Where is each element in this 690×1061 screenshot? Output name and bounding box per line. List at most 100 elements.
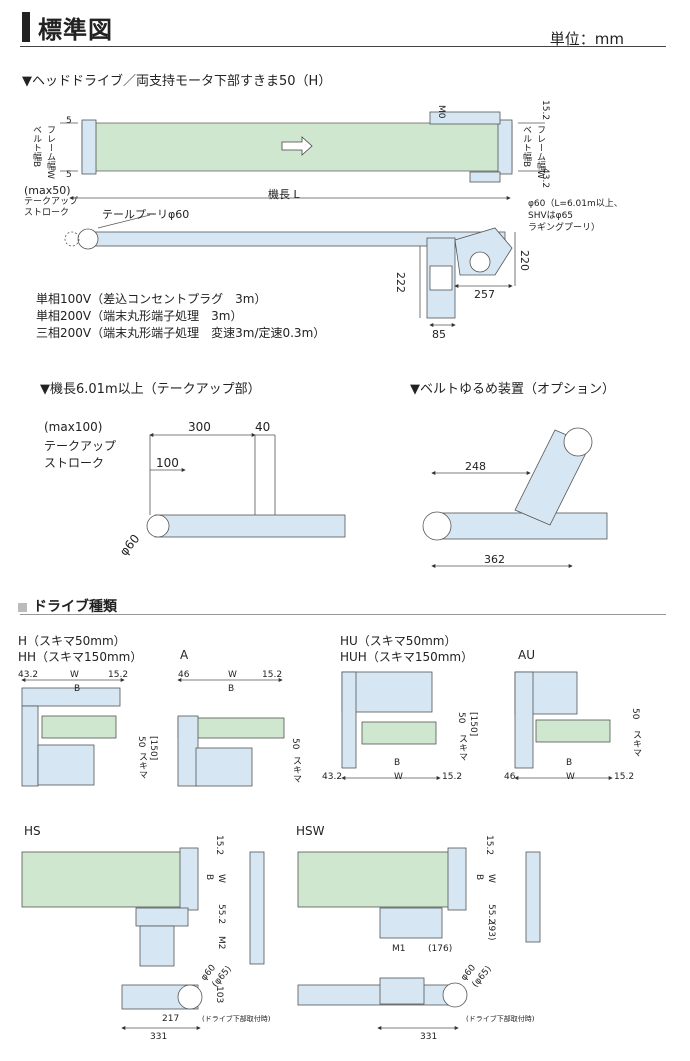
dim-257: 257 xyxy=(474,288,495,301)
au-dim-b: B xyxy=(566,758,573,768)
huh-drive-name: HUH（スキマ150mm） xyxy=(340,650,474,664)
head-drive-heading: ▼ヘッドドライブ／両支持モータ下部すきま50（H） xyxy=(22,74,332,89)
right-belt-width-label: ベルト幅B xyxy=(521,125,531,168)
a-dim-b: B xyxy=(228,684,235,694)
au-dim-46: 46 xyxy=(504,772,516,782)
hs-dim-55: 55.2 xyxy=(216,904,226,925)
left-gap-top: 5 xyxy=(66,116,72,126)
hu-dim-152: 15.2 xyxy=(442,772,463,782)
slack-frame xyxy=(431,512,608,540)
hsw-conveyor xyxy=(297,851,459,908)
head-end-block xyxy=(497,119,513,175)
dim-300: 300 xyxy=(188,420,211,434)
hsw-drive-name: HSW xyxy=(296,824,325,838)
h-dim-w: W xyxy=(70,670,79,680)
hsw-dim-55: 55.2 xyxy=(486,904,496,925)
hu-drive-roller xyxy=(361,721,437,745)
h-suki: スキマ xyxy=(137,752,147,779)
tail-end-block xyxy=(81,119,97,175)
hu-dim-50: 50 xyxy=(456,712,466,724)
belt-slack-heading: ▼ベルトゆるめ装置（オプション） xyxy=(410,382,615,397)
hs-drive-name: HS xyxy=(24,824,41,838)
left-gap-bottom: 5 xyxy=(66,170,72,180)
hu-dim-150: [150] xyxy=(468,712,478,737)
hsw-dim-b: B xyxy=(474,874,484,881)
header-rule xyxy=(20,46,666,47)
hs-dim-w: W xyxy=(216,874,226,883)
hs-dim-152: 15.2 xyxy=(214,835,224,856)
hs-conveyor xyxy=(21,851,193,908)
au-drive-roller xyxy=(535,719,611,743)
a-dim-152: 15.2 xyxy=(262,670,283,680)
a-drive-name: A xyxy=(180,648,189,662)
h-drive-name: H（スキマ50mm） xyxy=(18,634,126,648)
m0-label: M0 xyxy=(436,105,446,119)
takeup-frame xyxy=(154,514,346,538)
h-dim-432: 43.2 xyxy=(18,670,39,680)
dim-85: 85 xyxy=(432,328,446,341)
dim-362: 362 xyxy=(484,553,505,566)
right-152-label: 15.2 xyxy=(540,100,550,121)
takeup-stroke-label: テークアップ ストローク xyxy=(24,197,79,218)
drive-types-rule xyxy=(20,614,666,615)
h-dim-b: B xyxy=(74,684,81,694)
hs-dim-331: 331 xyxy=(150,1032,168,1042)
hs-note: (ドライブ下部取付時) xyxy=(202,1015,271,1023)
a-dim-w: W xyxy=(228,670,237,680)
left-frame-width-label: フレーム幅W xyxy=(45,125,55,179)
drive-housing xyxy=(454,227,513,276)
max50-label: (max50) xyxy=(24,184,71,197)
au-dim-50: 50 xyxy=(630,708,640,720)
a-suki: スキマ xyxy=(291,756,301,783)
motor-top xyxy=(429,111,501,125)
direction-arrow xyxy=(281,136,313,156)
power-spec-2: 単相200V（端末丸形端子処理 3m） xyxy=(36,309,243,323)
a-dim-46: 46 xyxy=(178,670,190,680)
power-spec-1: 単相100V（差込コンセントプラグ 3m） xyxy=(36,292,267,306)
hsw-dim-93: (93) xyxy=(486,922,496,941)
drive-types-heading: ドライブ種類 xyxy=(18,596,117,616)
hs-dim-b: B xyxy=(204,874,214,881)
hu-dim-432: 43.2 xyxy=(322,772,343,782)
hs-dim-m2: M2 xyxy=(216,936,226,950)
power-spec-3: 三相200V（端末丸形端子処理 変速3m/定速0.3m） xyxy=(36,326,326,340)
page-title: 標準図 xyxy=(38,16,113,44)
dim-40: 40 xyxy=(255,420,271,434)
hu-dim-w: W xyxy=(394,772,403,782)
hh-drive-name: HH（スキマ150mm） xyxy=(18,650,143,664)
takeup-heading: ▼機長6.01m以上（テークアップ部） xyxy=(40,382,261,397)
hu-dim-b: B xyxy=(394,758,401,768)
max100-label: (max100) xyxy=(44,420,103,434)
tail-pulley-label: テールプーリφ60 xyxy=(102,208,190,221)
lagging-pulley-note: φ60（L=6.01m以上、 SHVはφ65 ラギングプーリ） xyxy=(528,199,623,233)
hsw-dim-m1: M1 xyxy=(392,944,406,954)
h-dim-150: [150] xyxy=(148,736,158,761)
takeup-stroke-label-2: テークアップ ストローク xyxy=(44,439,117,470)
dim-100: 100 xyxy=(156,456,179,470)
au-dim-152: 15.2 xyxy=(614,772,635,782)
hsw-dim-152: 15.2 xyxy=(484,835,494,856)
unit-label: 単位：mm xyxy=(549,30,624,48)
title-accent-bar xyxy=(22,12,30,42)
hu-suki: スキマ xyxy=(457,734,467,761)
right-frame-width-label: フレーム幅W xyxy=(535,125,545,179)
hu-drive-name: HU（スキマ50mm） xyxy=(340,634,457,648)
hsw-dim-331: 331 xyxy=(420,1032,438,1042)
left-belt-width-label: ベルト幅B xyxy=(31,125,41,168)
dim-222: 222 xyxy=(394,272,407,293)
dim-220: 220 xyxy=(518,250,531,271)
h-dim-152: 15.2 xyxy=(108,670,129,680)
hsw-dim-176: (176) xyxy=(428,944,453,954)
length-label: 機長 L xyxy=(268,188,300,201)
right-432-label: 43.2 xyxy=(540,168,550,189)
hsw-note: (ドライブ下部取付時) xyxy=(466,1015,535,1023)
a-dim-50: 50 xyxy=(290,738,300,750)
hs-dim-103: 103 xyxy=(214,986,224,1004)
h-drive-roller xyxy=(41,715,117,739)
au-dim-w: W xyxy=(566,772,575,782)
hs-dim-217: 217 xyxy=(162,1014,180,1024)
au-drive-name: AU xyxy=(518,648,535,662)
h-dim-50: 50 xyxy=(136,736,146,748)
hsw-dim-w: W xyxy=(486,874,496,883)
